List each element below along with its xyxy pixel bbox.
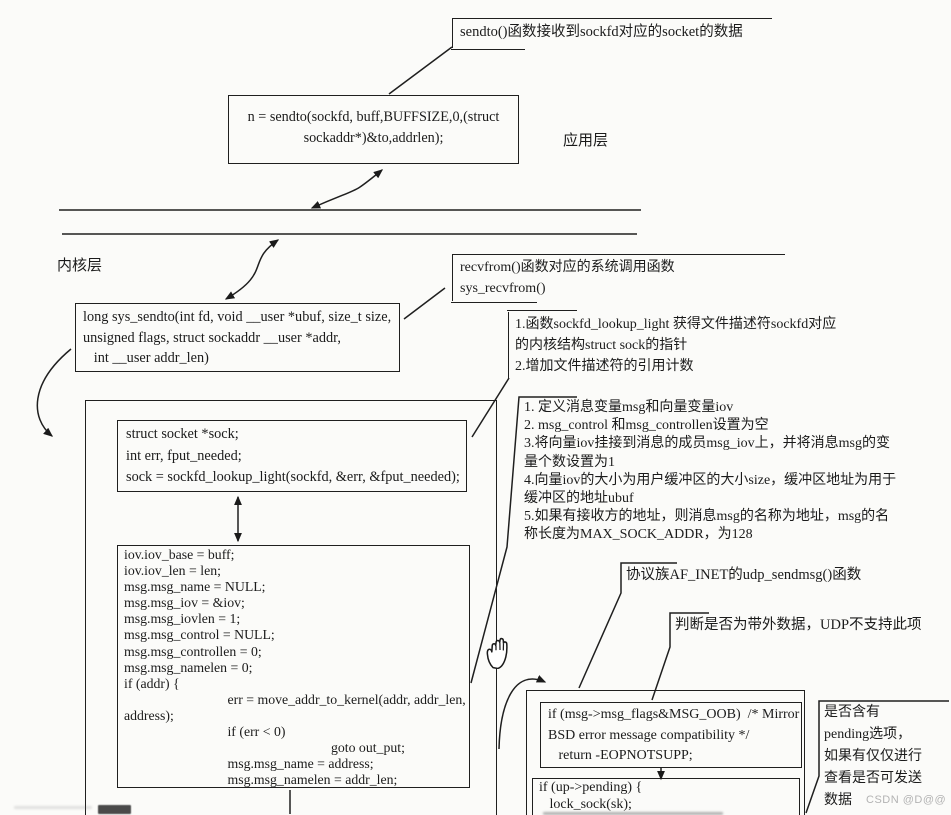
scan-artifact-dark — [98, 805, 131, 814]
scan-artifact — [14, 806, 92, 809]
afinet-note-text: 协议族AF_INET的udp_sendmsg()函数 — [626, 567, 862, 583]
up-pending-code: if (up->pending) { lock_sock(sk); — [539, 780, 643, 812]
sys-sendto-code: long sys_sendto(int fd, void __user *ubu… — [83, 309, 392, 366]
divider-to-syssendto-arrow — [224, 239, 280, 300]
msg-note-text: 1. 定义消息变量msg和向量变量iov 2. msg_control 和msg… — [524, 400, 897, 543]
sendto-call-code: n = sendto(sockfd, buff,BUFFSIZE,0,(stru… — [247, 109, 500, 146]
sendto-note-text: sendto()函数接收到sockfd对应的socket的数据 — [460, 24, 743, 40]
sock-lookup-box: struct socket *sock; int err, fput_neede… — [117, 420, 467, 492]
msg-oob-code: if (msg->msg_flags&MSG_OOB) /* Mirror BS… — [548, 707, 800, 763]
recvfrom-note-text: recvfrom()函数对应的系统调用函数 sys_recvfrom() — [460, 260, 675, 296]
cut-off-code-line — [543, 812, 723, 815]
csdn-watermark: CSDN @D@@ — [866, 794, 947, 806]
lookup-note-bracket: 1.函数sockfd_lookup_light 获得文件描述符sockfd对应 … — [507, 310, 836, 378]
sock-lookup-code: struct socket *sock; int err, fput_neede… — [126, 426, 460, 485]
recvfrom-note-bracket: recvfrom()函数对应的系统调用函数 sys_recvfrom() — [451, 254, 785, 303]
msg-setup-box: iov.iov_base = buff; iov.iov_len = len; … — [117, 545, 470, 788]
sys-sendto-box: long sys_sendto(int fd, void __user *ubu… — [75, 303, 400, 372]
app-layer-label: 应用层 — [563, 133, 609, 149]
up-pending-box: if (up->pending) { lock_sock(sk); — [532, 778, 800, 815]
recvfrom-note-leader — [403, 287, 446, 320]
sendto-note-bracket: sendto()函数接收到sockfd对应的socket的数据 — [451, 18, 772, 50]
lookup-note-text: 1.函数sockfd_lookup_light 获得文件描述符sockfd对应 … — [515, 317, 837, 374]
sendto-call-box: n = sendto(sockfd, buff,BUFFSIZE,0,(stru… — [228, 95, 519, 164]
syssendto-to-body-arrow — [36, 348, 72, 437]
oob-note-text: 判断是否为带外数据，UDP不支持此项 — [675, 617, 922, 633]
app-to-divider-arrow — [310, 169, 384, 209]
msg-oob-box: if (msg->msg_flags&MSG_OOB) /* Mirror BS… — [540, 702, 802, 768]
msg-setup-code: iov.iov_base = buff; iov.iov_len = len; … — [124, 547, 466, 788]
kernel-layer-label: 内核层 — [57, 258, 103, 274]
sendto-note-leader — [388, 46, 453, 95]
